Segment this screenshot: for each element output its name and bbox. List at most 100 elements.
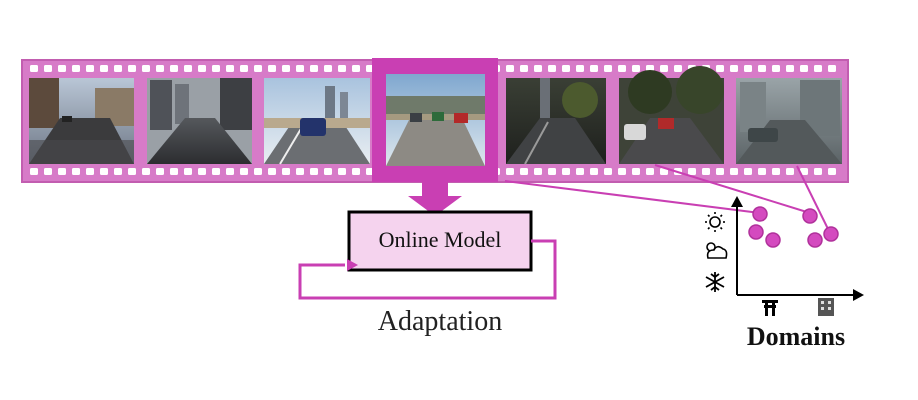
film-perforation bbox=[772, 168, 780, 175]
city-building-icon bbox=[818, 298, 834, 316]
film-perforation bbox=[254, 65, 262, 72]
film-perforation bbox=[114, 65, 122, 72]
film-perforation bbox=[170, 168, 178, 175]
film-perforation bbox=[660, 65, 668, 72]
sun-icon bbox=[705, 212, 725, 232]
film-perforation bbox=[184, 65, 192, 72]
film-perforation bbox=[632, 65, 640, 72]
down-arrow bbox=[408, 182, 462, 216]
film-perforation bbox=[730, 168, 738, 175]
film-perforation bbox=[282, 65, 290, 72]
film-perforation bbox=[58, 168, 66, 175]
film-perforation bbox=[716, 65, 724, 72]
domain-points bbox=[748, 206, 839, 248]
film-frame-7 bbox=[736, 78, 842, 164]
film-perforation bbox=[310, 168, 318, 175]
film-perforation bbox=[646, 168, 654, 175]
film-perforation bbox=[184, 168, 192, 175]
film-perforation bbox=[548, 168, 556, 175]
film-perforation bbox=[212, 168, 220, 175]
film-perforation bbox=[758, 65, 766, 72]
film-perforation bbox=[352, 65, 360, 72]
film-perforation bbox=[282, 168, 290, 175]
film-frame-1 bbox=[29, 78, 134, 164]
film-perforation bbox=[296, 65, 304, 72]
film-frame-4-highlighted bbox=[372, 58, 498, 182]
film-perforation bbox=[758, 168, 766, 175]
film-perforation bbox=[212, 65, 220, 72]
loop-arrowhead bbox=[347, 259, 358, 271]
film-perforation bbox=[72, 168, 80, 175]
film-perforation bbox=[338, 65, 346, 72]
film-perforation bbox=[100, 65, 108, 72]
film-perforation bbox=[562, 168, 570, 175]
film-frame-6 bbox=[619, 66, 724, 164]
film-perforation bbox=[170, 65, 178, 72]
film-perforation bbox=[296, 168, 304, 175]
film-perforation bbox=[632, 168, 640, 175]
online-model-label: Online Model bbox=[378, 227, 502, 252]
film-perforation bbox=[828, 65, 836, 72]
film-perforation bbox=[800, 65, 808, 72]
film-perforation bbox=[576, 65, 584, 72]
film-perforation bbox=[128, 168, 136, 175]
film-frame-2 bbox=[147, 78, 252, 164]
film-perforation bbox=[506, 168, 514, 175]
adaptation-loop bbox=[298, 239, 557, 300]
film-perforation bbox=[534, 65, 542, 72]
film-frame-3 bbox=[264, 78, 370, 165]
film-perforation bbox=[86, 65, 94, 72]
domain-connectors bbox=[504, 164, 831, 234]
film-perforation bbox=[744, 168, 752, 175]
film-perforation bbox=[814, 65, 822, 72]
film-perforation bbox=[716, 168, 724, 175]
film-perforation bbox=[268, 65, 276, 72]
film-perforation bbox=[786, 65, 794, 72]
film-perforation bbox=[100, 168, 108, 175]
y-axis-arrowhead bbox=[731, 196, 743, 207]
film-perforation bbox=[730, 65, 738, 72]
film-perforation bbox=[324, 168, 332, 175]
film-frame-5 bbox=[506, 78, 606, 165]
film-perforation bbox=[618, 168, 626, 175]
film-perforation bbox=[310, 65, 318, 72]
film-perforation bbox=[44, 168, 52, 175]
film-perforation bbox=[254, 168, 262, 175]
highway-icon bbox=[762, 300, 778, 316]
film-perforation bbox=[198, 168, 206, 175]
film-perforation bbox=[128, 65, 136, 72]
film-perforation bbox=[534, 168, 542, 175]
film-perforation bbox=[142, 168, 150, 175]
film-perforation bbox=[800, 168, 808, 175]
film-perforation bbox=[576, 168, 584, 175]
film-perforation bbox=[352, 168, 360, 175]
film-perforation bbox=[772, 65, 780, 72]
film-perforation bbox=[548, 65, 556, 72]
online-model-box bbox=[347, 210, 533, 272]
film-perforation bbox=[590, 168, 598, 175]
adaptation-label: Adaptation bbox=[377, 306, 503, 337]
film-perforation bbox=[520, 65, 528, 72]
film-perforation bbox=[618, 65, 626, 72]
film-perforation bbox=[604, 168, 612, 175]
film-perforation bbox=[520, 168, 528, 175]
film-perforation bbox=[58, 65, 66, 72]
film-perforation bbox=[814, 168, 822, 175]
film-perforation bbox=[660, 168, 668, 175]
film-perforation bbox=[268, 168, 276, 175]
film-perforation bbox=[590, 65, 598, 72]
film-perforation bbox=[30, 65, 38, 72]
snowflake-icon bbox=[705, 272, 725, 292]
film-perforation bbox=[198, 65, 206, 72]
domain-axes bbox=[736, 205, 855, 296]
film-perforation bbox=[688, 168, 696, 175]
film-perforation bbox=[562, 65, 570, 72]
film-perforation bbox=[156, 168, 164, 175]
film-perforation bbox=[744, 65, 752, 72]
film-perforation bbox=[702, 168, 710, 175]
film-perforation bbox=[72, 65, 80, 72]
film-perforation bbox=[156, 65, 164, 72]
film-perforation bbox=[86, 168, 94, 175]
film-perforation bbox=[324, 65, 332, 72]
